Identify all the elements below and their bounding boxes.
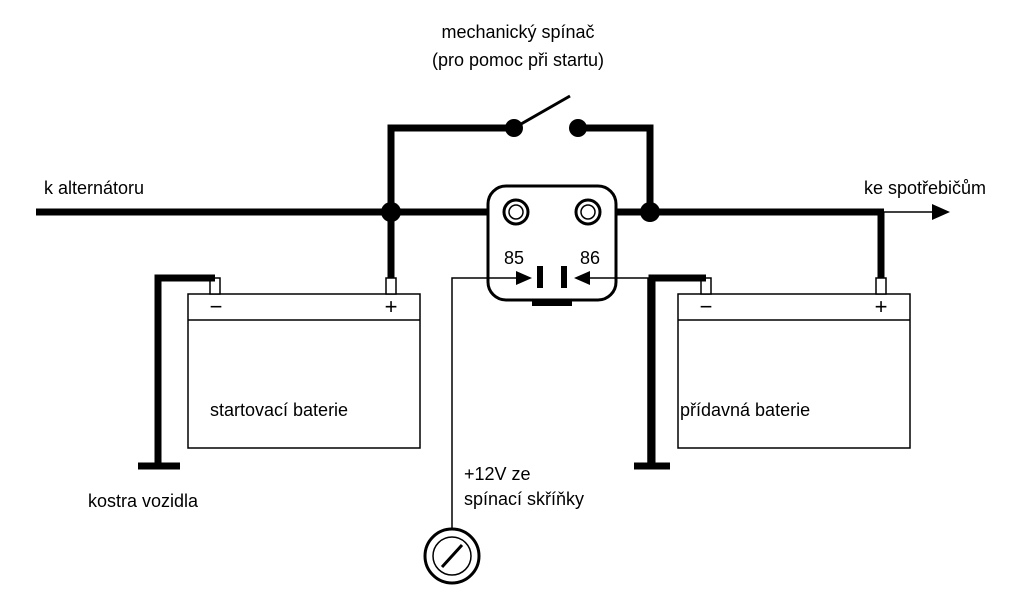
coil-wire-86 bbox=[588, 277, 649, 466]
starter-battery-plus: + bbox=[385, 294, 398, 319]
relay-terminal-right-inner bbox=[580, 204, 596, 220]
relay-pin-85-label: 85 bbox=[504, 248, 524, 268]
relay-coil-bar-left bbox=[537, 266, 543, 288]
aux-battery-label: přídavná baterie bbox=[680, 400, 810, 420]
relay-pin-86-label: 86 bbox=[580, 248, 600, 268]
arrow-86-icon bbox=[574, 271, 590, 285]
to-alternator-label: k alternátoru bbox=[44, 178, 144, 198]
aux-battery-plus: + bbox=[875, 294, 888, 319]
ignition-key-slot bbox=[440, 543, 464, 569]
coil-wire-85 bbox=[451, 277, 518, 530]
starter-battery-minus: − bbox=[210, 294, 223, 319]
ignition-label-line2: spínací skříňky bbox=[464, 489, 584, 509]
switch-contact-right bbox=[569, 119, 587, 137]
relay-coil-bar-right bbox=[561, 266, 567, 288]
aux-battery-minus: − bbox=[700, 294, 713, 319]
switch-contact-left bbox=[505, 119, 523, 137]
ignition-label-line1: +12V ze bbox=[464, 464, 531, 484]
chassis-ground-label: kostra vozidla bbox=[88, 491, 199, 511]
switch-wire-left bbox=[387, 124, 514, 212]
starter-battery-label: startovací baterie bbox=[210, 400, 348, 420]
aux-ground-wire bbox=[648, 274, 706, 466]
arrow-85-icon bbox=[516, 271, 532, 285]
to-loads-label: ke spotřebičům bbox=[864, 178, 986, 198]
relay-terminal-left-inner bbox=[508, 204, 524, 220]
switch-label-line1: mechanický spínač bbox=[441, 22, 594, 42]
switch-label-line2: (pro pomoc při startu) bbox=[432, 50, 604, 70]
switch-wire-right bbox=[578, 124, 654, 212]
aux-battery-pos-post bbox=[875, 277, 887, 295]
starter-ground-wire bbox=[154, 274, 215, 466]
relay-base-tab bbox=[532, 300, 572, 306]
junction-right bbox=[640, 202, 660, 222]
starter-battery-pos-post bbox=[385, 277, 397, 295]
switch-lever bbox=[513, 94, 571, 130]
arrow-right-icon bbox=[932, 204, 950, 220]
